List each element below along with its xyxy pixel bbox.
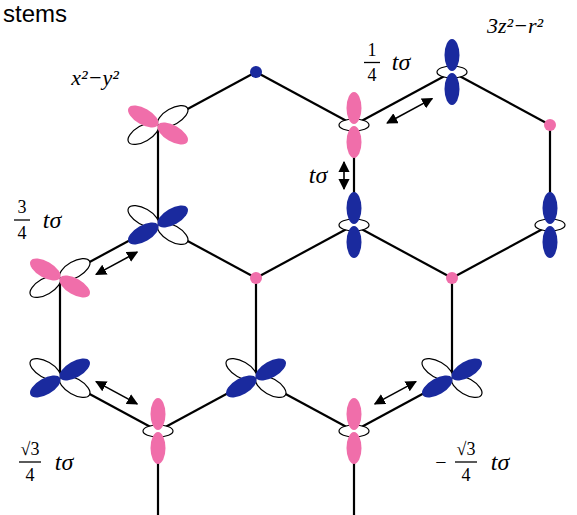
orbital-label: 3z²−r²	[487, 15, 543, 37]
orbital-lobe	[27, 371, 64, 402]
orbital-lobe	[125, 101, 162, 132]
bond-line	[451, 278, 453, 378]
z2-orbital	[339, 398, 369, 464]
orbital-lobe	[151, 398, 166, 430]
z2-orbital	[339, 192, 369, 258]
orbital-lobe	[347, 92, 362, 124]
site-dot	[250, 272, 262, 284]
hopping-arrows	[96, 99, 432, 404]
bond-line	[256, 225, 354, 278]
orbital-lobe	[445, 39, 460, 71]
site-dot	[250, 272, 262, 284]
fraction-bar	[364, 62, 380, 63]
orbital-label: x²−y²	[71, 67, 119, 89]
orbital-lobe	[445, 73, 460, 105]
z2-orbital	[143, 398, 173, 464]
fraction-denominator: 4	[368, 66, 377, 84]
orbital-lobe	[27, 254, 64, 285]
fraction-denominator: 4	[18, 224, 27, 242]
site-dot	[250, 66, 262, 78]
x2y2-orbital	[223, 354, 290, 402]
orbital-lobe	[419, 371, 456, 402]
z2-orbital	[535, 192, 565, 258]
orbital-lobe	[154, 201, 191, 232]
orbital-lobe	[347, 432, 362, 464]
orbital-lobe	[347, 226, 362, 258]
bond-line	[157, 125, 159, 225]
x2y2-orbital	[27, 354, 94, 402]
fraction-numerator: 3	[18, 198, 27, 216]
orbital-lobe	[347, 126, 362, 158]
site-dot	[544, 119, 556, 131]
hopping-label: tσ	[43, 208, 62, 232]
site-dot	[446, 272, 458, 284]
x2y2-orbital	[419, 354, 486, 402]
orbital-lobe	[56, 354, 93, 385]
site-dot	[446, 272, 458, 284]
hopping-label: tσ	[55, 450, 74, 474]
hopping-label: tσ	[491, 450, 510, 474]
orbital-lobe	[347, 398, 362, 430]
fraction-bar	[19, 461, 41, 462]
orbital-lobe	[125, 218, 162, 249]
fraction-numerator: 1	[368, 41, 377, 59]
z2-orbital	[339, 92, 369, 158]
caption-fragment: stems	[3, 2, 67, 26]
fraction-bar	[14, 219, 30, 220]
hopping-arrow	[343, 162, 345, 189]
orbital-lobe	[543, 192, 558, 224]
fraction-denominator: 4	[26, 466, 35, 484]
bond-line	[255, 278, 257, 378]
x2y2-orbital	[27, 254, 94, 302]
lattice-bonds	[60, 72, 550, 515]
bond-line	[59, 278, 61, 378]
orbital-lobe	[223, 371, 260, 402]
orbital-lobe	[151, 432, 166, 464]
sign-label: −	[435, 452, 446, 472]
bond-line	[354, 225, 452, 278]
fraction-bar	[455, 461, 477, 462]
hopping-arrow	[96, 382, 137, 404]
orbitals	[27, 39, 565, 464]
bond-line	[256, 72, 354, 125]
orbital-lobe	[543, 226, 558, 258]
orbital-lobe	[56, 271, 93, 302]
bond-line	[452, 72, 550, 125]
orbital-lobe	[448, 354, 485, 385]
fraction-numerator: √3	[457, 440, 476, 458]
site-dot	[544, 119, 556, 131]
z2-orbital	[437, 39, 467, 105]
bond-line	[452, 225, 550, 278]
hopping-label: tσ	[392, 50, 411, 74]
orbital-lobe	[252, 354, 289, 385]
fraction-numerator: √3	[21, 440, 40, 458]
hopping-arrow	[96, 252, 137, 274]
fraction-bars	[14, 63, 477, 463]
hopping-arrow	[375, 382, 416, 404]
fraction-denominator: 4	[462, 466, 471, 484]
orbital-lobe	[154, 118, 191, 149]
hopping-label: tσ	[309, 163, 328, 187]
x2y2-orbital	[125, 101, 192, 149]
orbital-lobe	[347, 192, 362, 224]
hopping-arrow	[387, 99, 432, 123]
site-dot	[250, 66, 262, 78]
x2y2-orbital	[125, 201, 192, 249]
